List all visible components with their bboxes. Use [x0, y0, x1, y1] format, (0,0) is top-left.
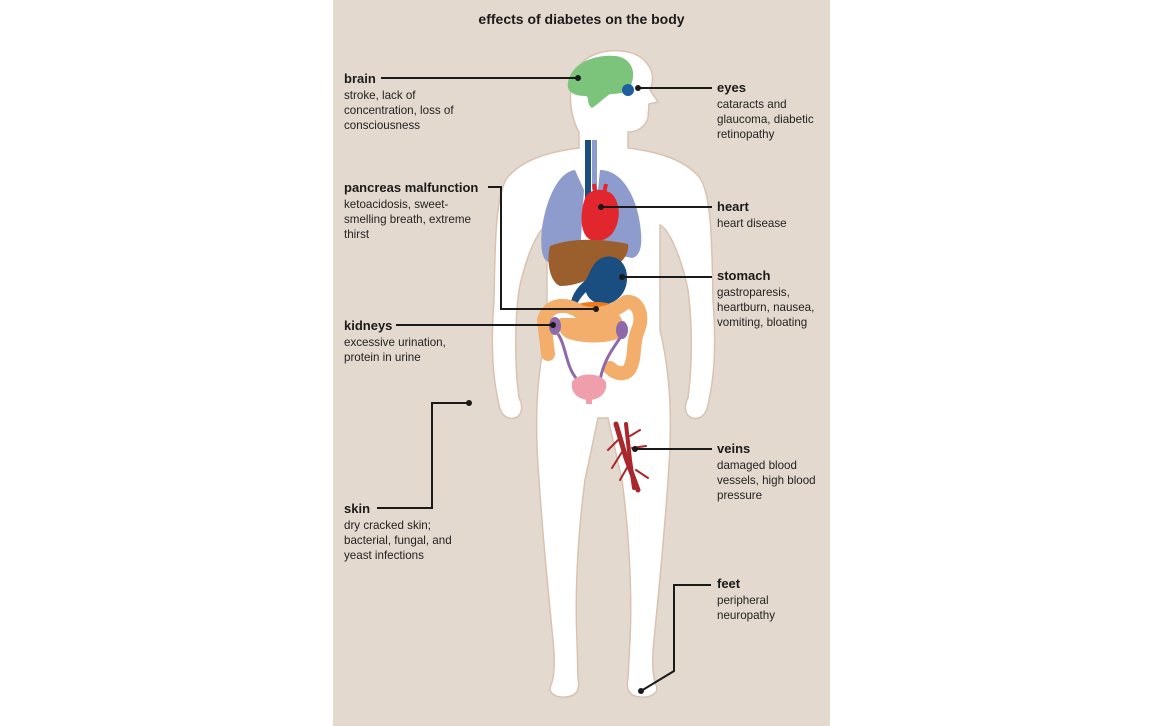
small-intestine: [558, 314, 624, 343]
skin-label: skin dry cracked skin; bacterial, fungal…: [344, 501, 452, 563]
leg-veins: [607, 421, 649, 493]
eyes-label: eyes cataracts and glaucoma, diabetic re…: [717, 80, 814, 142]
stomach-label-name: stomach: [717, 268, 771, 283]
skin-label-desc-2: bacterial, fungal, and: [344, 534, 452, 547]
leader-lines: [377, 77, 712, 692]
heart-label: heart heart disease: [717, 199, 787, 231]
feet-label-name: feet: [717, 576, 741, 591]
stomach-organ: [570, 256, 628, 310]
pancreas-leader: [488, 186, 596, 310]
veins-label-name: veins: [717, 441, 751, 456]
veins-label-desc-1: damaged blood: [717, 459, 797, 472]
veins-label-desc-2: vessels, high blood: [717, 474, 816, 487]
heart-label-desc-1: heart disease: [717, 217, 787, 230]
stomach-label-desc-1: gastroparesis,: [717, 286, 790, 299]
eyes-label-desc-3: retinopathy: [717, 128, 775, 141]
diagram-title: effects of diabetes on the body: [478, 11, 685, 27]
kidneys-label: kidneys excessive urination, protein in …: [344, 318, 446, 365]
body-silhouette: [491, 49, 716, 698]
pancreas-label-desc-1: ketoacidosis, sweet-: [344, 198, 449, 211]
eye-organ: [622, 84, 634, 96]
skin-leader: [377, 402, 469, 509]
left-lung: [541, 170, 584, 262]
brain-label-desc-3: consciousness: [344, 119, 421, 132]
eyes-label-desc-2: glaucoma, diabetic: [717, 113, 814, 126]
eyes-label-name: eyes: [717, 80, 746, 95]
brain-label-desc-2: concentration, loss of: [344, 104, 454, 117]
ureters: [556, 333, 622, 381]
pancreas-label: pancreas malfunction ketoacidosis, sweet…: [344, 180, 478, 242]
aorta-vessel: [585, 140, 591, 202]
trachea: [592, 140, 597, 190]
brain-organ: [567, 55, 634, 108]
brain-label-name: brain: [344, 71, 376, 86]
feet-label-desc-2: neuropathy: [717, 609, 776, 622]
pancreas-label-name: pancreas malfunction: [344, 180, 479, 195]
stomach-label-desc-2: heartburn, nausea,: [717, 301, 815, 314]
stomach-label-desc-3: vomiting, bloating: [717, 316, 808, 329]
liver-organ: [548, 239, 629, 286]
kidneys-label-name: kidneys: [344, 318, 393, 333]
brain-label-desc-1: stroke, lack of: [344, 89, 416, 102]
stomach-label: stomach gastroparesis, heartburn, nausea…: [717, 268, 814, 330]
kidneys-label-desc-1: excessive urination,: [344, 336, 446, 349]
heart-organ: [581, 189, 619, 242]
heart-label-name: heart: [717, 199, 749, 214]
skin-label-desc-1: dry cracked skin;: [344, 519, 431, 532]
large-intestine: [536, 294, 648, 381]
right-kidney: [616, 321, 628, 339]
kidneys-label-desc-2: protein in urine: [344, 351, 421, 364]
skin-label-desc-3: yeast infections: [344, 549, 424, 562]
feet-leader: [640, 584, 711, 692]
veins-label: veins damaged blood vessels, high blood …: [717, 441, 816, 503]
brain-label: brain stroke, lack of concentration, los…: [344, 71, 454, 133]
pancreas-label-desc-2: smelling breath, extreme: [344, 213, 471, 226]
pancreas-label-desc-3: thirst: [344, 228, 370, 241]
bladder-organ: [571, 374, 607, 400]
leader-dots: [466, 75, 644, 694]
eyes-label-desc-1: cataracts and: [717, 98, 787, 111]
feet-label: feet peripheral neuropathy: [717, 576, 775, 623]
veins-label-desc-3: pressure: [717, 489, 763, 502]
feet-label-desc-1: peripheral: [717, 594, 769, 607]
skin-label-name: skin: [344, 501, 371, 516]
